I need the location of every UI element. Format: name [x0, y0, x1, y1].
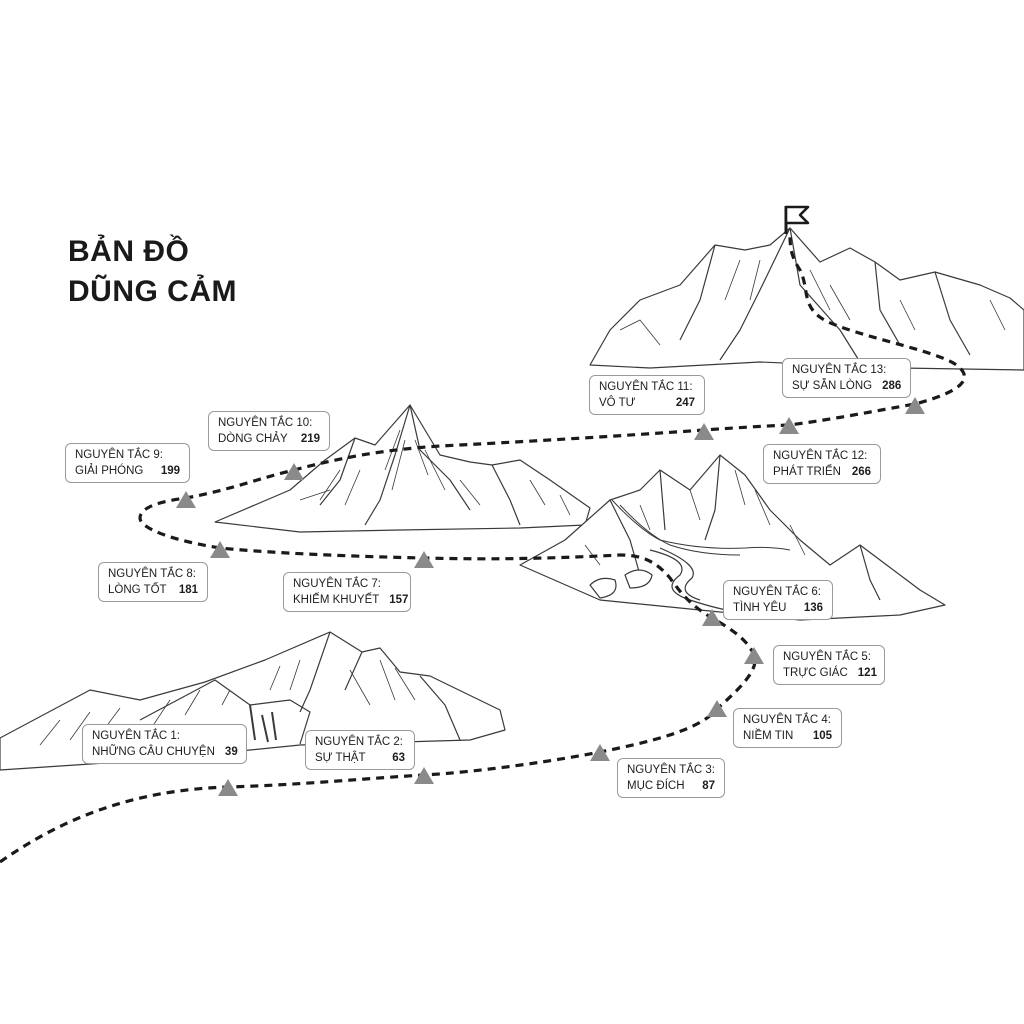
principle-heading: NGUYÊN TẮC 11: [599, 381, 693, 393]
mountain-range-summit [589, 227, 1024, 371]
principle-label-11: NGUYÊN TẮC 11: VÔ TƯ 247 [589, 375, 705, 415]
principle-name: LÒNG TỐT [108, 584, 167, 596]
principle-label-13: NGUYÊN TẮC 13: SỰ SẴN LÒNG 286 [782, 358, 911, 398]
page-number: 266 [851, 466, 871, 478]
principle-label-4: NGUYÊN TẮC 4: NIỀM TIN 105 [733, 708, 842, 748]
principle-heading: NGUYÊN TẮC 6: [733, 586, 821, 598]
principle-label-6: NGUYÊN TẮC 6: TÌNH YÊU 136 [723, 580, 833, 620]
page-number: 39 [224, 746, 238, 758]
title-line-2: DŨNG CẢM [68, 275, 237, 308]
page-number: 87 [702, 780, 715, 792]
principle-heading: NGUYÊN TẮC 2: [315, 736, 403, 748]
principle-heading: NGUYÊN TẮC 3: [627, 764, 715, 776]
triangle-marker-icon [694, 423, 714, 440]
page-number: 286 [882, 380, 902, 392]
principle-heading: NGUYÊN TẮC 8: [108, 568, 196, 580]
principle-label-1: NGUYÊN TẮC 1: NHỮNG CÂU CHUYỆN 39 [82, 724, 247, 764]
triangle-marker-icon [414, 767, 434, 784]
triangle-marker-icon [176, 491, 196, 508]
principle-heading: NGUYÊN TẮC 12: [773, 450, 868, 462]
principle-label-10: NGUYÊN TẮC 10: DÒNG CHẢY 219 [208, 411, 330, 451]
principle-heading: NGUYÊN TẮC 5: [783, 651, 871, 663]
triangle-marker-icon [779, 417, 799, 434]
map-title: BẢN ĐỒ DŨNG CẢM [68, 232, 237, 312]
triangle-marker-icon [210, 541, 230, 558]
principle-heading: NGUYÊN TẮC 10: [218, 417, 313, 429]
principle-name: TRỰC GIÁC [783, 667, 848, 679]
triangle-marker-icon [590, 744, 610, 761]
principle-label-5: NGUYÊN TẮC 5: TRỰC GIÁC 121 [773, 645, 885, 685]
principle-heading: NGUYÊN TẮC 4: [743, 714, 831, 726]
principle-label-2: NGUYÊN TẮC 2: SỰ THẬT 63 [305, 730, 415, 770]
triangle-marker-icon [707, 700, 727, 717]
mountain-range-middle-right [519, 454, 946, 621]
title-line-1: BẢN ĐỒ [68, 235, 190, 268]
mountain-range-bottom-left [0, 631, 506, 771]
principle-name: DÒNG CHẢY [218, 433, 288, 445]
principle-name: SỰ THẬT [315, 752, 366, 764]
triangle-marker-icon [905, 397, 925, 414]
principle-heading: NGUYÊN TẮC 13: [792, 364, 887, 376]
principle-name: TÌNH YÊU [733, 602, 787, 614]
principle-heading: NGUYÊN TẮC 7: [293, 578, 381, 590]
principle-label-9: NGUYÊN TẮC 9: GIẢI PHÓNG 199 [65, 443, 190, 483]
principle-name: MỤC ĐÍCH [627, 780, 685, 792]
triangle-marker-icon [744, 647, 764, 664]
principle-name: KHIẾM KHUYẾT [293, 594, 380, 606]
triangle-marker-icon [284, 463, 304, 480]
page-number: 63 [392, 752, 405, 764]
triangle-marker-icon [702, 609, 722, 626]
mountain-range-middle-left [214, 404, 591, 533]
triangle-marker-icon [414, 551, 434, 568]
page-number: 247 [675, 397, 695, 409]
principle-name: PHÁT TRIỂN [773, 466, 841, 478]
principle-label-12: NGUYÊN TẮC 12: PHÁT TRIỂN 266 [763, 444, 881, 484]
principle-name: GIẢI PHÓNG [75, 465, 144, 477]
principle-heading: NGUYÊN TẮC 9: [75, 449, 163, 461]
principle-label-7: NGUYÊN TẮC 7: KHIẾM KHUYẾT 157 [283, 572, 411, 612]
principle-label-8: NGUYÊN TẮC 8: LÒNG TỐT 181 [98, 562, 208, 602]
page-number: 136 [803, 602, 823, 614]
page-number: 121 [857, 667, 877, 679]
principle-label-3: NGUYÊN TẮC 3: MỤC ĐÍCH 87 [617, 758, 725, 798]
principle-heading: NGUYÊN TẮC 1: [92, 730, 180, 742]
principle-name: SỰ SẴN LÒNG [792, 380, 873, 392]
page-number: 219 [300, 433, 320, 445]
principle-name: NIỀM TIN [743, 730, 794, 742]
milestone-markers [176, 397, 925, 796]
principle-name: VÔ TƯ [599, 397, 636, 409]
page-number: 105 [812, 730, 832, 742]
principle-name: NHỮNG CÂU CHUYỆN [92, 746, 215, 758]
page-number: 199 [160, 465, 180, 477]
triangle-marker-icon [218, 779, 238, 796]
page-number: 181 [178, 584, 198, 596]
page-number: 157 [389, 594, 409, 606]
flag-icon [784, 205, 810, 234]
